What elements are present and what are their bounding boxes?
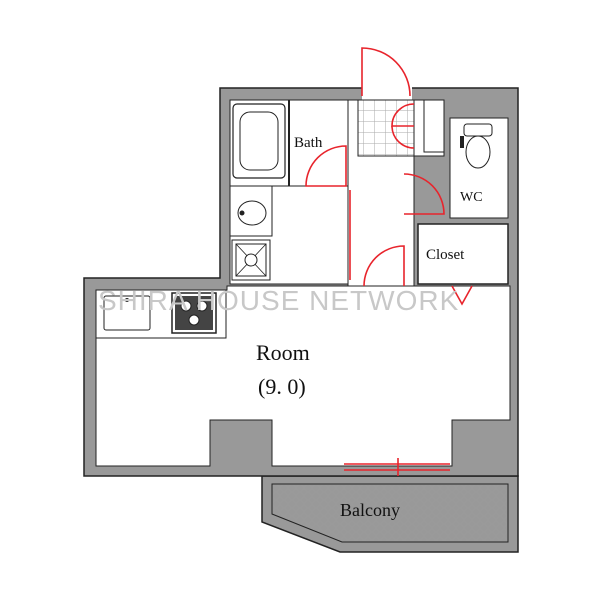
washroom	[229, 185, 349, 285]
room-door	[363, 245, 405, 287]
toilet-icon	[463, 123, 493, 137]
bathroom	[229, 99, 349, 187]
balcony-label: Balcony	[340, 500, 400, 520]
watermark: SHIRA HOUSE NETWORK	[98, 285, 459, 316]
toilet-room	[449, 117, 509, 219]
bath-door	[305, 145, 347, 187]
closet	[417, 223, 509, 285]
kitchen-counter	[95, 289, 227, 339]
genkan-tiles	[357, 99, 415, 157]
hall-door-top	[391, 103, 415, 127]
room-size-label: (9. 0)	[258, 374, 306, 399]
entrance-door	[361, 47, 411, 97]
balcony-area	[261, 475, 519, 553]
bath-label: Bath	[294, 135, 323, 151]
room-label: Room	[256, 340, 310, 365]
wc-door	[403, 173, 445, 215]
entrance-opening	[362, 86, 412, 100]
wc-label: WC	[460, 190, 483, 205]
kitchen-sink	[103, 295, 151, 331]
closet-label: Closet	[426, 247, 465, 263]
doors	[305, 47, 473, 476]
